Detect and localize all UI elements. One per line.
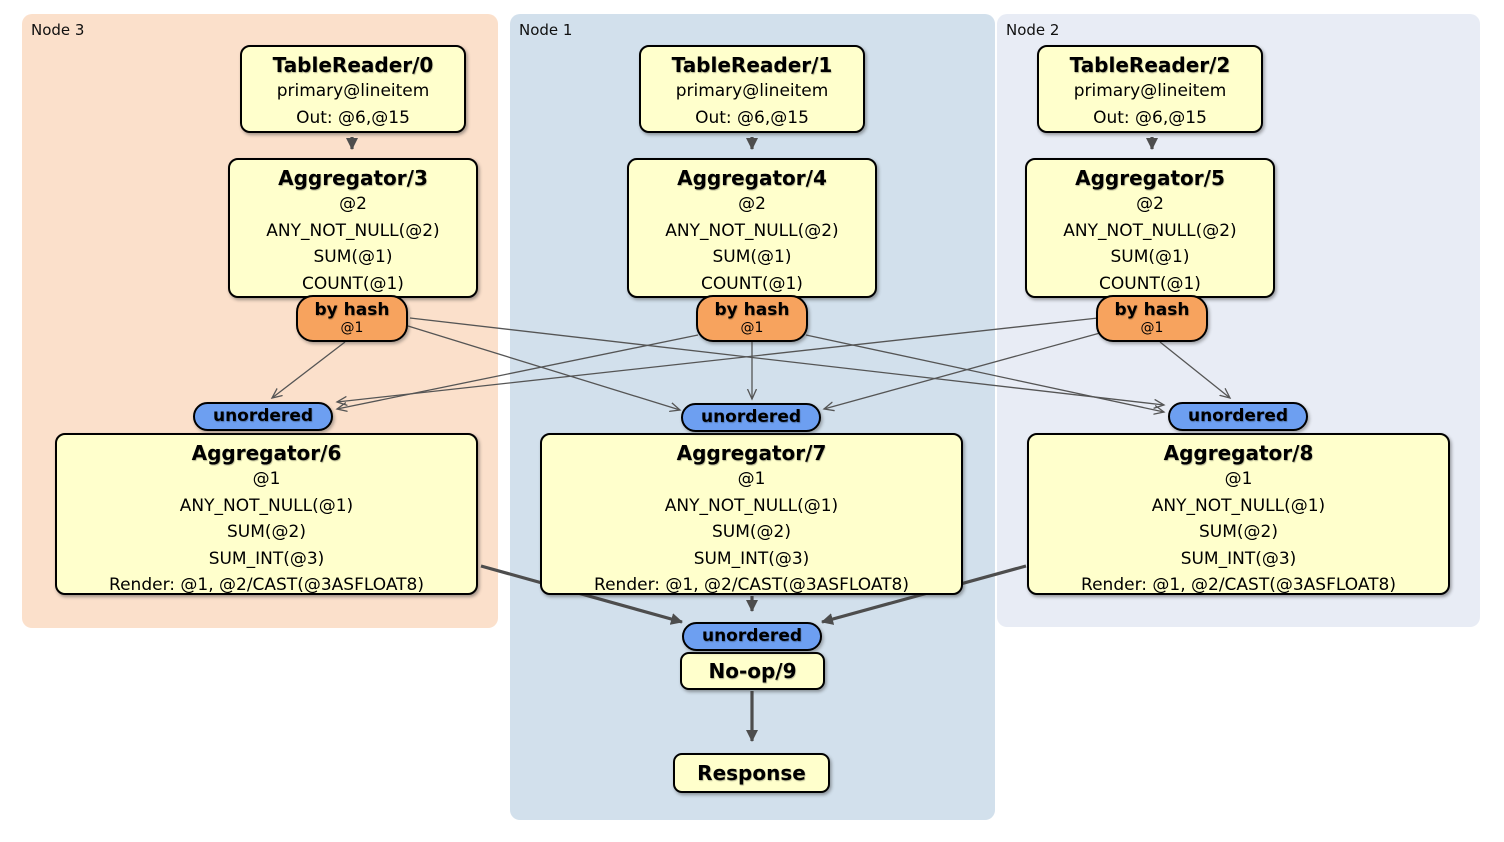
processor-detail: SUM(@1)	[712, 247, 792, 267]
processor-detail: Render: @1, @2/CAST(@3ASFLOAT8)	[1081, 575, 1396, 595]
processor-detail: SUM_INT(@3)	[1180, 548, 1297, 569]
processor-detail: SUM(@1)	[313, 247, 393, 267]
processor-out-line: Out: @6,@15	[1093, 107, 1207, 128]
processor-title: Aggregator/3	[278, 166, 428, 190]
processor-title: TableReader/0	[272, 53, 434, 77]
edge-hash4-stream2	[805, 334, 1164, 412]
unordered-stream-node3: unordered	[193, 402, 333, 431]
processor-detail: @2	[1136, 194, 1164, 214]
node2-region-label: Node 2	[1006, 21, 1060, 39]
processor-detail: ANY_NOT_NULL(@2)	[665, 220, 839, 241]
router-label: by hash	[1114, 300, 1190, 320]
processor-title: TableReader/1	[671, 53, 833, 77]
table-reader-0: TableReader/0 primary@lineitem Out: @6,@…	[240, 45, 466, 133]
processor-detail: COUNT(@1)	[701, 273, 803, 294]
processor-title: TableReader/2	[1069, 53, 1231, 77]
aggregator-6: Aggregator/6 @1 ANY_NOT_NULL(@1) SUM(@2)…	[55, 433, 478, 595]
processor-detail: SUM(@2)	[712, 522, 791, 542]
processor-index-line: primary@lineitem	[675, 81, 829, 101]
unordered-stream-node2: unordered	[1168, 402, 1308, 431]
processor-detail: ANY_NOT_NULL(@1)	[664, 495, 839, 516]
edge-hash5-stream1	[824, 332, 1101, 409]
processor-detail: COUNT(@1)	[302, 273, 404, 294]
node1-region-label: Node 1	[519, 21, 573, 39]
processor-detail: SUM(@1)	[1110, 247, 1190, 267]
aggregator-8: Aggregator/8 @1 ANY_NOT_NULL(@1) SUM(@2)…	[1027, 433, 1450, 595]
hash-router-4: by hash @1	[696, 295, 808, 342]
table-reader-2: TableReader/2 primary@lineitem Out: @6,@…	[1037, 45, 1263, 133]
table-reader-1: TableReader/1 primary@lineitem Out: @6,@…	[639, 45, 865, 133]
processor-detail: @1	[252, 469, 281, 489]
processor-detail: COUNT(@1)	[1099, 273, 1201, 294]
aggregator-7: Aggregator/7 @1 ANY_NOT_NULL(@1) SUM(@2)…	[540, 433, 963, 595]
edge-hash3-stream3	[272, 341, 346, 398]
processor-detail: SUM(@2)	[1199, 522, 1278, 542]
edge-hash5-stream2	[1159, 341, 1230, 398]
hash-router-5: by hash @1	[1096, 295, 1208, 342]
processor-out-line: Out: @6,@15	[695, 107, 809, 128]
router-detail: @1	[740, 320, 764, 336]
processor-detail: SUM_INT(@3)	[693, 548, 810, 569]
processor-detail: ANY_NOT_NULL(@1)	[1151, 495, 1326, 516]
processor-detail: ANY_NOT_NULL(@1)	[179, 495, 354, 516]
processor-detail: ANY_NOT_NULL(@2)	[1063, 220, 1237, 241]
processor-title: Aggregator/6	[191, 441, 342, 465]
processor-title: Aggregator/5	[1075, 166, 1225, 190]
edge-hash3-stream1	[407, 325, 680, 410]
processor-detail: @2	[339, 194, 367, 214]
response: Response	[673, 753, 830, 793]
processor-title: Aggregator/7	[676, 441, 827, 465]
processor-title: Aggregator/8	[1163, 441, 1314, 465]
processor-out-line: Out: @6,@15	[296, 107, 410, 128]
processor-detail: Render: @1, @2/CAST(@3ASFLOAT8)	[594, 575, 909, 595]
processor-detail: SUM(@2)	[227, 522, 306, 542]
processor-detail: @1	[737, 469, 766, 489]
stream-label: unordered	[701, 626, 803, 646]
router-detail: @1	[340, 320, 364, 336]
stream-label: unordered	[700, 407, 802, 427]
edge-hash5-stream3	[337, 317, 1099, 402]
processor-detail: ANY_NOT_NULL(@2)	[266, 220, 440, 241]
aggregator-5: Aggregator/5 @2 ANY_NOT_NULL(@2) SUM(@1)…	[1025, 158, 1275, 298]
unordered-stream-final: unordered	[682, 622, 822, 651]
edge-hash3-stream2	[409, 317, 1164, 405]
processor-index-line: primary@lineitem	[1073, 81, 1227, 101]
router-label: by hash	[314, 300, 390, 320]
aggregator-4: Aggregator/4 @2 ANY_NOT_NULL(@2) SUM(@1)…	[627, 158, 877, 298]
stream-label: unordered	[1187, 406, 1289, 426]
processor-detail: @2	[738, 194, 766, 214]
router-detail: @1	[1140, 320, 1164, 336]
processor-detail: Render: @1, @2/CAST(@3ASFLOAT8)	[109, 575, 424, 595]
processor-index-line: primary@lineitem	[276, 81, 430, 101]
node3-region-label: Node 3	[31, 21, 85, 39]
hash-router-3: by hash @1	[296, 295, 408, 342]
processor-title: No-op/9	[708, 659, 797, 683]
stream-label: unordered	[212, 406, 314, 426]
processor-title: Aggregator/4	[677, 166, 827, 190]
edge-hash4-stream3	[337, 334, 699, 409]
aggregator-3: Aggregator/3 @2 ANY_NOT_NULL(@2) SUM(@1)…	[228, 158, 478, 298]
processor-title: Response	[697, 761, 806, 785]
processor-detail: @1	[1224, 469, 1253, 489]
router-label: by hash	[714, 300, 790, 320]
unordered-stream-node1: unordered	[681, 403, 821, 432]
noop-9: No-op/9	[680, 652, 825, 690]
processor-detail: SUM_INT(@3)	[208, 548, 325, 569]
